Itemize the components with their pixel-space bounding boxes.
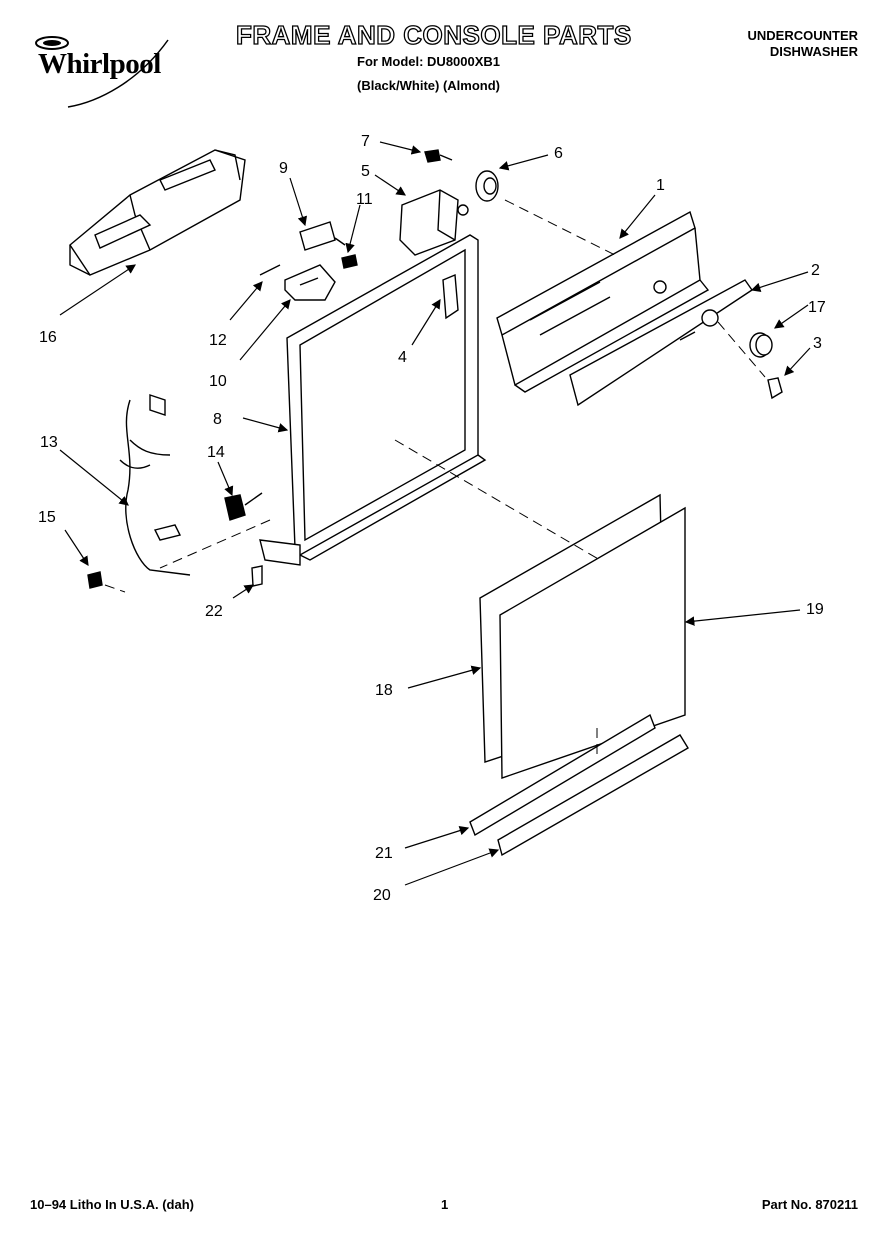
product-category: UNDERCOUNTER DISHWASHER [748, 28, 859, 60]
page-number: 1 [441, 1197, 449, 1212]
part-21-trim-strip [469, 713, 656, 837]
callout-9: 9 [279, 160, 288, 177]
print-info: 10–94 Litho In U.S.A. (dah) [30, 1197, 194, 1212]
callout-4: 4 [398, 349, 407, 366]
model-line: For Model: DU8000XB1 [357, 54, 501, 69]
callout-14: 14 [207, 444, 225, 461]
part-14-connector [224, 492, 263, 521]
callout-18: 18 [375, 682, 393, 699]
callout-10: 10 [209, 373, 227, 390]
part-3-clip [767, 377, 783, 400]
callout-13: 13 [40, 434, 58, 451]
callout-7: 7 [361, 133, 370, 150]
part-12-pin [259, 264, 281, 276]
callout-6: 6 [554, 145, 563, 162]
part-19-inner-panel [499, 506, 686, 779]
part-16-control-housing [69, 149, 246, 276]
callout-22: 22 [205, 603, 223, 620]
callout-19: 19 [806, 601, 824, 618]
logo-swirl-icon [35, 36, 169, 108]
callout-12: 12 [209, 332, 227, 349]
brand-logo: Whirlpool [28, 32, 178, 112]
callout-3: 3 [813, 335, 822, 352]
part-1-console-frame [496, 210, 710, 393]
part-11-terminal [341, 254, 358, 269]
part-15-screw [87, 571, 103, 589]
part-5-timer [399, 189, 469, 256]
part-6-dial [475, 170, 499, 202]
part-17-knob [749, 332, 773, 358]
callout-21: 21 [375, 845, 393, 862]
category-line-1: UNDERCOUNTER [747, 28, 859, 43]
callout-15: 15 [38, 509, 56, 526]
part-2-console-panel [569, 279, 753, 407]
part-20-bottom-trim [497, 734, 689, 857]
callout-11: 11 [356, 191, 373, 208]
part-7-screw [424, 149, 453, 163]
part-10-bracket [284, 264, 336, 301]
part-22-clip [251, 565, 263, 587]
part-13-wire-harness [119, 394, 191, 576]
leader-arrows [59, 141, 811, 886]
category-line-2: DISHWASHER [769, 44, 858, 59]
part-9-switch [299, 221, 346, 251]
callout-17: 17 [808, 299, 826, 316]
callout-20: 20 [373, 887, 391, 904]
brand-name: Whirlpool [38, 48, 161, 80]
callout-2: 2 [811, 262, 820, 279]
alignment-dashes [104, 199, 766, 755]
callout-16: 16 [39, 329, 57, 346]
page-title: FRAME AND CONSOLE PARTS [235, 19, 632, 50]
callout-5: 5 [361, 163, 370, 180]
callout-1: 1 [656, 177, 665, 194]
part-4-hinge-bracket [442, 273, 459, 320]
color-line: (Black/White) (Almond) [357, 78, 500, 93]
part-number: Part No. 870211 [761, 1197, 858, 1212]
callout-labels: 1 2 3 4 5 6 7 8 9 10 11 12 13 14 15 16 1… [38, 133, 826, 904]
callout-8: 8 [213, 411, 222, 428]
